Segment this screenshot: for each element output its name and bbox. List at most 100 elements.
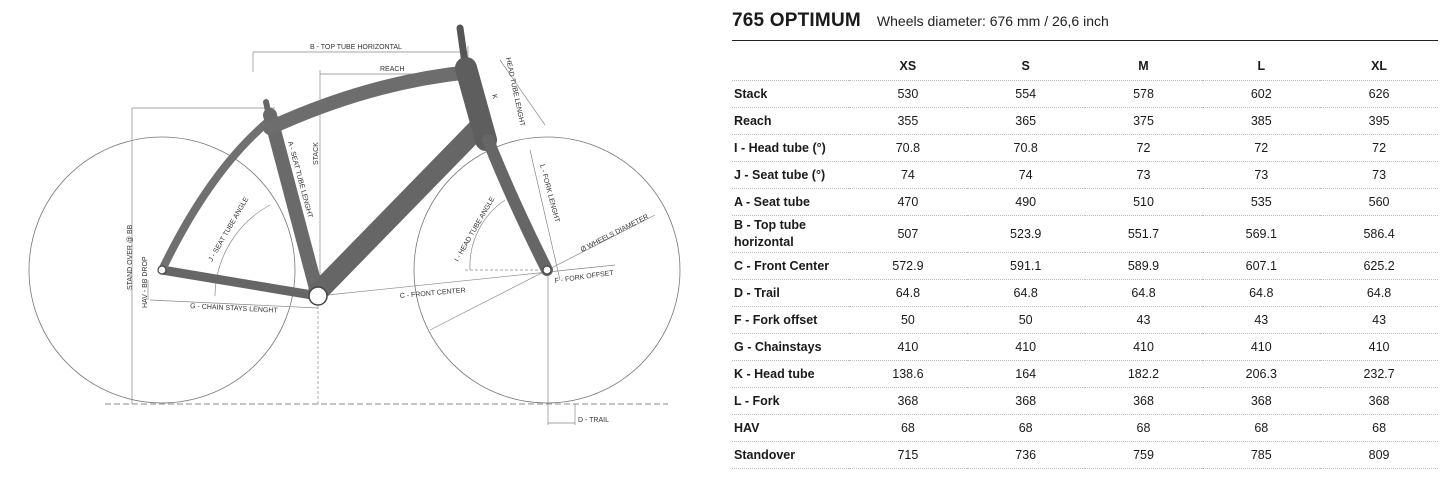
table-cell: 569.1 [1202, 215, 1321, 253]
table-cell: 410 [849, 333, 967, 361]
row-label: J - Seat tube (°) [732, 161, 849, 189]
table-cell: 510 [1084, 188, 1203, 216]
table-cell: 589.9 [1084, 252, 1203, 280]
table-cell: 578 [1084, 80, 1203, 108]
table-cell: 68 [1084, 414, 1203, 442]
table-cell: 368 [1084, 387, 1203, 415]
bottom-bracket [308, 286, 328, 306]
table-cell: 64.8 [1320, 279, 1438, 307]
table-cell: 410 [1084, 333, 1203, 361]
table-cell: 809 [1320, 441, 1438, 469]
head-tube-angle-arc [469, 199, 506, 271]
table-cell: 64.8 [1084, 279, 1203, 307]
row-label: Stack [732, 80, 849, 108]
header-label-col [732, 51, 849, 81]
table-cell: 64.8 [966, 279, 1085, 307]
label-stack: STACK [313, 142, 320, 165]
table-cell: 602 [1202, 80, 1321, 108]
row-label: C - Front Center [732, 252, 849, 280]
table-cell: 365 [966, 107, 1085, 135]
wheels-diameter-info: Wheels diameter: 676 mm / 26,6 inch [876, 13, 1109, 29]
size-header: S [966, 51, 1085, 81]
label-top-tube: B - TOP TUBE HORIZONTAL [310, 44, 402, 51]
label-k: K [490, 94, 498, 101]
size-header: XS [849, 51, 967, 81]
row-label: G - Chainstays [732, 333, 849, 361]
table-cell: 586.4 [1320, 215, 1438, 253]
label-chain-stays: G - CHAIN STAYS LENGHT [190, 303, 279, 315]
table-cell: 715 [849, 441, 967, 469]
table-cell: 73 [1084, 161, 1203, 189]
label-stand-over: STAND OVER @ BB [127, 224, 134, 290]
table-cell: 73 [1320, 161, 1438, 189]
table-cell: 368 [966, 387, 1085, 415]
table-cell: 554 [966, 80, 1085, 108]
table-cell: 368 [1202, 387, 1321, 415]
table-cell: 50 [849, 306, 967, 334]
table-cell: 74 [966, 161, 1085, 189]
table-cell: 395 [1320, 107, 1438, 135]
table-cell: 410 [1202, 333, 1321, 361]
table-cell: 64.8 [1202, 279, 1321, 307]
table-cell: 206.3 [1202, 360, 1321, 388]
rear-wheel [28, 136, 296, 404]
table-cell: 72 [1202, 134, 1321, 162]
dimension-lines [131, 46, 656, 425]
row-label: A - Seat tube [732, 188, 849, 216]
table-cell: 50 [966, 306, 1085, 334]
row-label: B - Top tube horizontal [732, 215, 849, 253]
table-cell: 355 [849, 107, 967, 135]
row-label: HAV [732, 414, 849, 442]
size-header: L [1202, 51, 1321, 81]
size-header: XL [1320, 51, 1438, 81]
table-cell: 138.6 [849, 360, 967, 388]
table-cell: 72 [1320, 134, 1438, 162]
table-cell: 368 [1320, 387, 1438, 415]
label-wheels-diameter: Ø WHEELS DIAMETER [580, 213, 650, 253]
label-reach: REACH [380, 66, 405, 73]
row-label: F - Fork offset [732, 306, 849, 334]
table-cell: 375 [1084, 107, 1203, 135]
table-cell: 507 [849, 215, 967, 253]
table-cell: 43 [1084, 306, 1203, 334]
table-cell: 72 [1084, 134, 1203, 162]
rear-axle [157, 265, 167, 275]
row-label: Reach [732, 107, 849, 135]
table-cell: 490 [966, 188, 1085, 216]
label-hav: HAV - BB DROP [142, 256, 149, 308]
table-cell: 43 [1202, 306, 1321, 334]
row-label: I - Head tube (°) [732, 134, 849, 162]
geometry-spec-panel: 765 OPTIMUM Wheels diameter: 676 mm / 26… [732, 10, 1438, 469]
table-cell: 68 [849, 414, 967, 442]
table-cell: 68 [966, 414, 1085, 442]
row-label: Standover [732, 441, 849, 469]
table-cell: 70.8 [849, 134, 967, 162]
label-fork-length: L - FORK LENGHT [538, 164, 560, 224]
table-cell: 410 [1320, 333, 1438, 361]
table-cell: 64.8 [849, 279, 967, 307]
table-cell: 368 [849, 387, 967, 415]
table-cell: 785 [1202, 441, 1321, 469]
table-cell: 74 [849, 161, 967, 189]
table-cell: 626 [1320, 80, 1438, 108]
row-label: D - Trail [732, 279, 849, 307]
row-label: K - Head tube [732, 360, 849, 388]
table-cell: 591.1 [966, 252, 1085, 280]
table-cell: 410 [966, 333, 1085, 361]
table-cell: 551.7 [1084, 215, 1203, 253]
table-header-row: XS S M L XL [732, 51, 1438, 81]
table-cell: 70.8 [966, 134, 1085, 162]
table-cell: 759 [1084, 441, 1203, 469]
label-seat-tube-angle: J - SEAT TUBE ANGLE [208, 196, 251, 263]
table-cell: 385 [1202, 107, 1321, 135]
bike-frame [157, 24, 553, 303]
